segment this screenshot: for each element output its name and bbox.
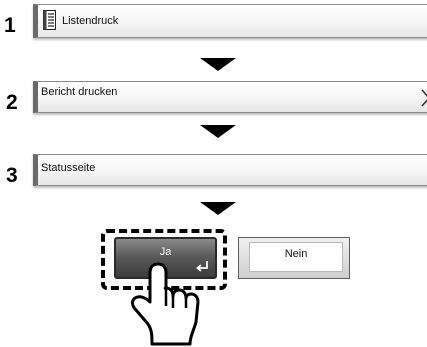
menu-item-bericht-drucken[interactable]: Bericht drucken xyxy=(33,81,427,113)
menu-item-label: Bericht drucken xyxy=(41,86,118,98)
no-button-face: Nein xyxy=(249,242,343,272)
pointing-hand-icon xyxy=(131,262,200,346)
menu-item-label: Listendruck xyxy=(62,15,119,27)
down-arrow-icon xyxy=(200,125,236,138)
no-button[interactable]: Nein xyxy=(238,237,350,279)
step-number-1: 1 xyxy=(4,14,16,37)
menu-item-label: Statusseite xyxy=(41,162,96,174)
enter-return-icon xyxy=(196,261,208,272)
chevron-right-icon xyxy=(421,89,427,107)
down-arrow-icon xyxy=(200,58,236,71)
document-list-icon xyxy=(43,10,56,30)
menu-item-listendruck[interactable]: Listendruck xyxy=(33,4,427,38)
no-button-label: Nein xyxy=(284,248,308,260)
step-number-3: 3 xyxy=(6,164,18,187)
step-number-2: 2 xyxy=(6,91,18,114)
yes-button-label: Ja xyxy=(159,246,172,258)
menu-item-statusseite[interactable]: Statusseite xyxy=(33,154,427,186)
down-arrow-icon xyxy=(200,202,236,215)
